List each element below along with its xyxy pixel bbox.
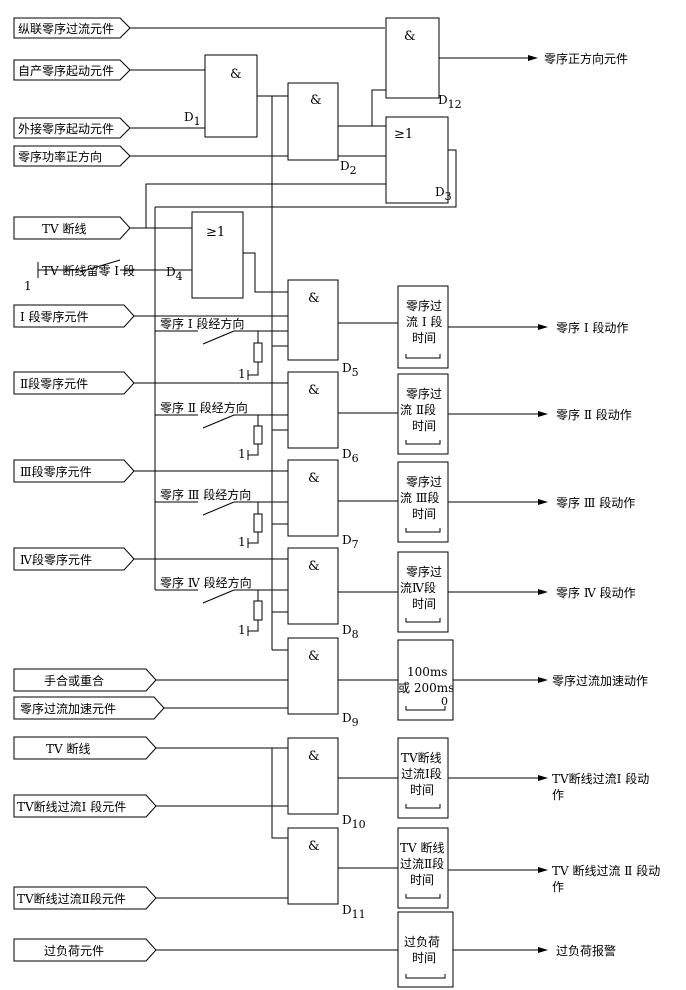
- gate-d2-op: &: [310, 93, 322, 108]
- timer2-line1: 零序过: [406, 386, 442, 401]
- output-zheng-fangxiang: 零序正方向元件: [544, 51, 628, 66]
- input-seg2: Ⅱ段零序元件: [20, 376, 88, 391]
- timer5-line1: 100ms: [407, 665, 447, 679]
- gate-d4-op: ≥1: [206, 225, 225, 240]
- timer2-line2: 流 Ⅱ段: [400, 402, 436, 417]
- gate-d6-op: &: [308, 383, 320, 398]
- timer-blocks: [397, 285, 454, 988]
- input-seg3: Ⅲ段零序元件: [20, 464, 92, 479]
- timer4-line3: 时间: [412, 597, 436, 611]
- input-zichan: 自产零序起动元件: [18, 63, 114, 78]
- output-seg4: 零序 Ⅳ 段动作: [556, 585, 636, 600]
- wires: [38, 27, 540, 951]
- gate-d12-label: D12: [438, 93, 462, 111]
- input-zonglian: 纵联零序过流元件: [18, 21, 114, 36]
- gate-d7-label: D7: [342, 533, 359, 551]
- timer5-line3: 0: [441, 695, 448, 708]
- timer5-line2: 或 200ms: [398, 681, 454, 695]
- input-guofuhe: 过负荷元件: [44, 944, 104, 958]
- output-tv-guoliu-2-a: TV 断线过流 Ⅱ 段动: [552, 863, 660, 878]
- gate-d8-label: D8: [342, 623, 359, 641]
- timer1-line3: 时间: [412, 331, 436, 345]
- input-gonglv: 零序功率正方向: [18, 149, 102, 164]
- ground-label-1: 1: [238, 367, 246, 381]
- output-jiasu: 零序过流加速动作: [552, 673, 648, 688]
- timer7-line3: 时间: [410, 873, 434, 887]
- input-tags: [13, 17, 165, 962]
- gate-d5-op: &: [308, 291, 320, 306]
- input-tv-guoliu-1: TV断线过流I 段元件: [17, 799, 126, 814]
- output-arrows: [528, 55, 548, 953]
- input-tv-duanxian: TV 断线: [42, 221, 87, 236]
- gate-d11-op: &: [308, 839, 320, 854]
- timer1-line1: 零序过: [406, 298, 442, 313]
- switch-label-1: 零序 I 段经方向: [160, 316, 244, 331]
- timer8-line1: 过负荷: [404, 935, 440, 949]
- output-seg1: 零序 I 段动作: [556, 320, 628, 335]
- gate-d9-label: D9: [342, 711, 359, 729]
- gate-d5-label: D5: [342, 361, 359, 379]
- gate-d1-op: &: [230, 67, 242, 82]
- gate-d12-op: &: [404, 29, 416, 44]
- input-seg4: Ⅳ段零序元件: [20, 552, 92, 567]
- timer3-line2: 流 Ⅲ段: [400, 490, 439, 505]
- input-waijie: 外接零序起动元件: [18, 121, 114, 136]
- ground-label-4: 1: [238, 623, 246, 637]
- switch-label-4: 零序 Ⅳ 段经方向: [160, 575, 252, 590]
- gate-d7-op: &: [308, 471, 320, 486]
- gate-d6-label: D6: [342, 447, 359, 465]
- gate-d3-label: D3: [435, 185, 452, 203]
- ground-label-3: 1: [238, 535, 246, 549]
- output-tv-guoliu-1-b: 作: [552, 788, 564, 802]
- switch-label-2: 零序 Ⅱ 段经方向: [160, 400, 248, 415]
- gate-d11-label: D11: [342, 903, 366, 921]
- label-tv-liuling: TV 断线留零 I 段: [42, 263, 135, 278]
- output-tv-guoliu-1-a: TV断线过流I 段动: [552, 771, 649, 786]
- gate-d4-label: D4: [166, 265, 183, 283]
- timer8-line2: 时间: [412, 951, 436, 965]
- timer3-line1: 零序过: [406, 474, 442, 489]
- input-seg1: I 段零序元件: [20, 309, 89, 324]
- timer7-line2: 过流Ⅱ段: [400, 856, 444, 871]
- gate-d10-label: D10: [342, 813, 366, 831]
- output-seg3: 零序 Ⅲ 段动作: [556, 495, 635, 510]
- timer6-line2: 过流I段: [401, 766, 442, 781]
- timer6-line1: TV断线: [401, 750, 442, 765]
- timer7-line1: TV 断线: [400, 840, 445, 855]
- gate-d1-label: D1: [184, 110, 201, 128]
- input-tv-guoliu-2: TV断线过流Ⅱ段元件: [17, 891, 126, 906]
- switch-label-3: 零序 Ⅲ 段经方向: [160, 487, 251, 502]
- timer2-line3: 时间: [412, 419, 436, 433]
- gate-d8-op: &: [308, 559, 320, 574]
- gate-d9-op: &: [308, 649, 320, 664]
- timer6-line3: 时间: [410, 783, 434, 797]
- terminal-one-label: 1: [24, 279, 32, 293]
- gate-d3-op: ≥1: [394, 127, 413, 142]
- pulldown-resistors: [247, 342, 263, 636]
- timer1-line2: 流 I 段: [406, 314, 442, 329]
- gate-d2-label: D2: [340, 159, 357, 177]
- input-shouhe: 手合或重合: [44, 673, 104, 688]
- timer3-line3: 时间: [412, 507, 436, 521]
- gate-d10-op: &: [308, 749, 320, 764]
- timer4-line2: 流Ⅳ段: [400, 580, 436, 595]
- input-tv-duanxian-2: TV 断线: [46, 741, 91, 756]
- output-tv-guoliu-2-b: 作: [552, 880, 564, 894]
- output-guofuhe: 过负荷报警: [556, 943, 616, 958]
- ground-label-2: 1: [238, 447, 246, 461]
- output-seg2: 零序 Ⅱ 段动作: [556, 407, 632, 422]
- timer4-line1: 零序过: [406, 564, 442, 579]
- gates: [191, 17, 449, 905]
- input-jiasu: 零序过流加速元件: [20, 701, 116, 716]
